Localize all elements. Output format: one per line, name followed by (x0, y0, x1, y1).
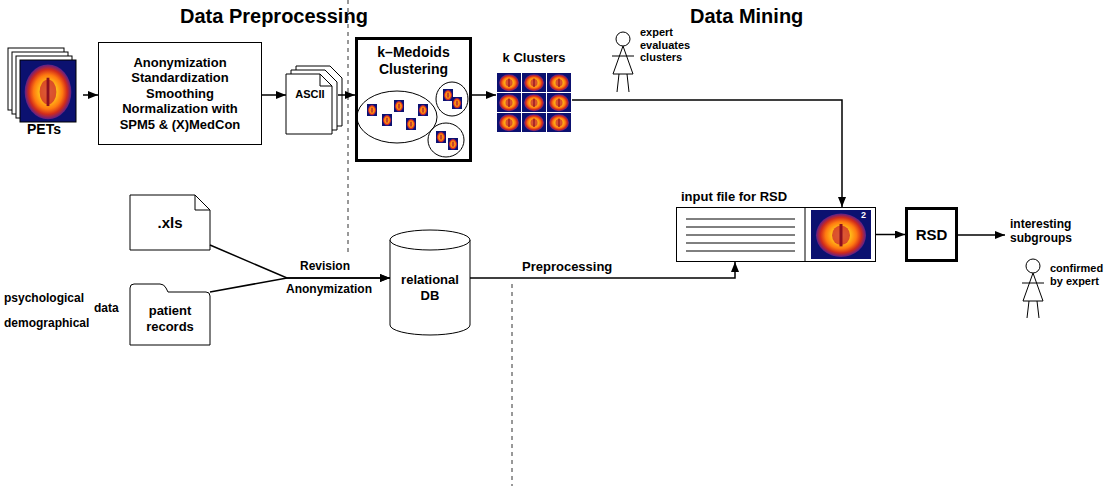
data-label: psychological (4, 292, 84, 306)
text-lines (686, 219, 795, 251)
text-line (686, 219, 795, 220)
node-text: .xls (157, 214, 182, 232)
pet-image (20, 60, 76, 122)
cluster-tile (522, 73, 546, 92)
note: expert evaluates clusters (640, 26, 702, 64)
mini-pet (382, 114, 392, 126)
text-line (686, 227, 795, 228)
node-text: ASCII (295, 88, 324, 101)
node-text: RSD (916, 226, 948, 244)
text-line (686, 243, 795, 244)
cluster-tile (522, 113, 546, 132)
connector-arrow (572, 100, 842, 207)
pet-image (811, 210, 871, 259)
folder-node: patient records (130, 288, 210, 345)
figure-legs (1027, 301, 1039, 318)
figure-body (1023, 273, 1043, 301)
cluster-tile (547, 113, 571, 132)
connector-arrow (262, 94, 286, 96)
section-title: Data Preprocessing (180, 5, 368, 28)
edge-label: Preprocessing (520, 260, 614, 275)
section-title: Data Mining (690, 5, 803, 28)
mini-pet (367, 104, 377, 116)
callout-number: 2 (861, 210, 866, 220)
input-file: input file for RSD (676, 207, 876, 262)
node-text: k–Medoids Clustering (364, 44, 463, 78)
node-text: patient records (134, 303, 206, 334)
mini-pets (367, 89, 462, 150)
connector-arrow (210, 245, 390, 278)
figure-arms (1022, 283, 1044, 284)
edge-note: Anonymization (286, 283, 372, 297)
section-divider (348, 0, 349, 255)
node-text: Anonymization Standardization Smoothing … (105, 55, 255, 133)
folder-icon (130, 284, 210, 345)
cluster-tile (497, 113, 521, 132)
process-box: Anonymization Standardization Smoothing … (98, 42, 262, 145)
process-box: RSD (905, 207, 958, 262)
cluster-tile (522, 93, 546, 112)
document-fold (195, 195, 210, 210)
cluster-grid (497, 73, 571, 132)
connector-arrow (876, 234, 905, 236)
expert-figure (1022, 259, 1044, 318)
cluster-tile (497, 93, 521, 112)
cluster-tile (497, 73, 521, 92)
document-icon (286, 74, 332, 134)
expert-figure (612, 32, 634, 92)
figure-head (616, 32, 630, 46)
figure-head (1026, 259, 1040, 273)
pet-frame (20, 60, 76, 122)
mini-pet (418, 104, 428, 116)
document-node: ASCII (286, 72, 338, 134)
node-text: relational DB (394, 272, 466, 303)
node-heading: input file for RSD (681, 189, 787, 205)
text-line (686, 235, 795, 236)
process-box: k–Medoids Clustering (355, 37, 472, 162)
note: confirmed by expert (1050, 262, 1114, 287)
database-node: relational DB (390, 230, 470, 335)
mini-pet (448, 138, 458, 150)
figure-body (613, 46, 633, 74)
image-grid: k Clusters (496, 50, 572, 133)
data-label: data (94, 302, 119, 316)
document-fold (320, 74, 332, 86)
text-line (686, 251, 795, 252)
mini-pet (436, 131, 446, 143)
document-node: .xls (130, 195, 210, 250)
connector-arrow (472, 94, 496, 96)
cluster-tile (547, 93, 571, 112)
mini-pet (443, 89, 453, 101)
data-label: demographical (4, 317, 89, 331)
note: interesting subgroups (1010, 218, 1110, 246)
figure-legs (617, 74, 629, 92)
cluster-ellipse (428, 123, 464, 157)
cluster-tile (547, 73, 571, 92)
document-icon (130, 195, 210, 250)
output-arrow (958, 234, 1005, 236)
figure-arms (612, 56, 634, 57)
node-text: PETs (27, 121, 61, 138)
connector-arrow (338, 94, 355, 96)
section-divider (512, 284, 513, 486)
image-stack: PETs (5, 45, 83, 138)
mini-pet (452, 97, 462, 109)
mini-pet (394, 100, 404, 112)
cluster-ellipse (436, 82, 468, 116)
edge-note: Revision (300, 260, 350, 274)
file-divider (805, 207, 806, 262)
database-cylinder (390, 240, 470, 335)
database-top (390, 230, 470, 250)
node-text: k Clusters (503, 50, 566, 66)
cluster-ellipse (357, 91, 437, 143)
connector-arrow (83, 94, 98, 96)
mini-pet (406, 118, 416, 130)
